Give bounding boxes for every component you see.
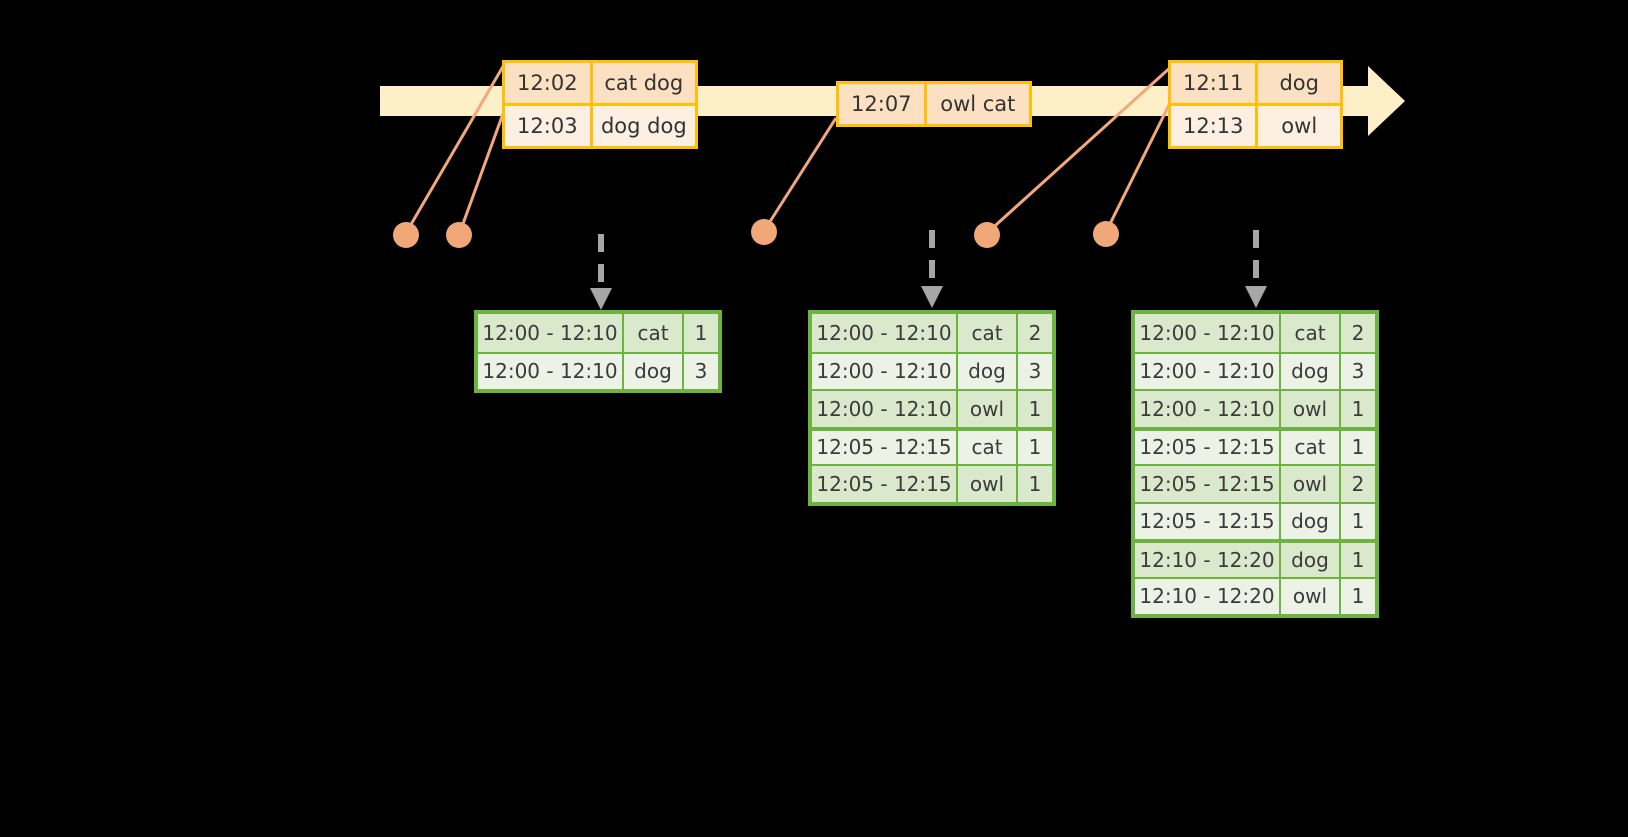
table-row[interactable]: 12:00 - 12:10 owl 1 <box>812 389 1052 427</box>
table-row[interactable]: 12:00 - 12:10 dog 3 <box>478 351 718 389</box>
count-cell: 1 <box>1339 391 1375 427</box>
table-row[interactable]: 12:10 - 12:20 dog 1 <box>1135 539 1375 577</box>
event-time: 12:02 <box>505 63 590 103</box>
window-cell: 12:00 - 12:10 <box>1135 314 1279 352</box>
emit-arrow-head-1 <box>590 288 612 310</box>
window-cell: 12:05 - 12:15 <box>812 430 956 464</box>
window-cell: 12:10 - 12:20 <box>1135 543 1279 577</box>
word-cell: cat <box>1279 430 1339 464</box>
word-cell: owl <box>956 466 1016 502</box>
window-cell: 12:10 - 12:20 <box>1135 578 1279 614</box>
count-cell: 3 <box>1339 353 1375 389</box>
count-cell: 1 <box>1339 543 1375 577</box>
count-cell: 2 <box>1339 466 1375 502</box>
word-cell: cat <box>956 430 1016 464</box>
word-cell: owl <box>1279 578 1339 614</box>
window-cell: 12:05 - 12:15 <box>812 466 956 502</box>
connector-dot-5 <box>1093 221 1119 247</box>
event-words: owl cat <box>923 84 1029 124</box>
window-cell: 12:05 - 12:15 <box>1135 466 1279 502</box>
table-row[interactable]: 12:00 - 12:10 cat 1 <box>478 314 718 352</box>
connector-dots <box>393 219 1119 248</box>
event-row[interactable]: 12:13 owl <box>1171 103 1340 146</box>
word-cell: dog <box>956 353 1016 389</box>
window-cell: 12:00 - 12:10 <box>478 314 622 352</box>
result-table-3[interactable]: 12:00 - 12:10 cat 2 12:00 - 12:10 dog 3 … <box>1131 310 1379 618</box>
table-row[interactable]: 12:05 - 12:15 owl 2 <box>1135 464 1375 502</box>
event-words: owl <box>1255 106 1340 146</box>
word-cell: dog <box>1279 353 1339 389</box>
table-row[interactable]: 12:00 - 12:10 cat 2 <box>1135 314 1375 352</box>
word-cell: dog <box>1279 503 1339 539</box>
connector-dot-4 <box>974 222 1000 248</box>
word-cell: cat <box>622 314 682 352</box>
word-cell: cat <box>956 314 1016 352</box>
connector-line-2 <box>458 99 510 233</box>
event-time: 12:03 <box>505 106 590 146</box>
count-cell: 2 <box>1016 314 1052 352</box>
window-cell: 12:00 - 12:10 <box>812 353 956 389</box>
table-row[interactable]: 12:10 - 12:20 owl 1 <box>1135 576 1375 614</box>
count-cell: 2 <box>1339 314 1375 352</box>
table-row[interactable]: 12:00 - 12:10 dog 3 <box>812 351 1052 389</box>
count-cell: 1 <box>1339 430 1375 464</box>
event-row[interactable]: 12:07 owl cat <box>839 84 1029 124</box>
event-time: 12:07 <box>839 84 924 124</box>
count-cell: 3 <box>682 353 718 389</box>
count-cell: 1 <box>682 314 718 352</box>
table-row[interactable]: 12:05 - 12:15 dog 1 <box>1135 501 1375 539</box>
event-group-3[interactable]: 12:11 dog 12:13 owl <box>1168 60 1343 149</box>
connector-dot-1 <box>393 222 419 248</box>
connector-dot-2 <box>446 222 472 248</box>
event-words: dog <box>1255 63 1340 103</box>
table-row[interactable]: 12:05 - 12:15 cat 1 <box>812 426 1052 464</box>
event-group-1[interactable]: 12:02 cat dog 12:03 dog dog <box>502 60 698 149</box>
table-row[interactable]: 12:00 - 12:10 cat 2 <box>812 314 1052 352</box>
connector-line-3 <box>762 117 838 232</box>
word-cell: dog <box>622 353 682 389</box>
table-row[interactable]: 12:05 - 12:15 cat 1 <box>1135 426 1375 464</box>
word-cell: owl <box>1279 391 1339 427</box>
result-table-1[interactable]: 12:00 - 12:10 cat 1 12:00 - 12:10 dog 3 <box>474 310 722 393</box>
connector-line-5 <box>1104 102 1172 233</box>
event-words: cat dog <box>589 63 695 103</box>
emit-arrow-head-3 <box>1245 286 1267 308</box>
window-cell: 12:00 - 12:10 <box>812 314 956 352</box>
event-words: dog dog <box>589 106 695 146</box>
word-cell: owl <box>1279 466 1339 502</box>
count-cell: 3 <box>1016 353 1052 389</box>
connector-line-1 <box>404 62 507 234</box>
window-cell: 12:00 - 12:10 <box>812 391 956 427</box>
event-time: 12:11 <box>1171 63 1256 103</box>
word-cell: dog <box>1279 543 1339 577</box>
table-row[interactable]: 12:05 - 12:15 owl 1 <box>812 464 1052 502</box>
window-cell: 12:05 - 12:15 <box>1135 430 1279 464</box>
count-cell: 1 <box>1016 430 1052 464</box>
window-cell: 12:00 - 12:10 <box>1135 353 1279 389</box>
count-cell: 1 <box>1016 391 1052 427</box>
event-group-2[interactable]: 12:07 owl cat <box>836 81 1032 127</box>
count-cell: 1 <box>1339 503 1375 539</box>
table-row[interactable]: 12:00 - 12:10 owl 1 <box>1135 389 1375 427</box>
event-row[interactable]: 12:11 dog <box>1171 63 1340 103</box>
word-cell: owl <box>956 391 1016 427</box>
window-cell: 12:00 - 12:10 <box>1135 391 1279 427</box>
count-cell: 1 <box>1339 578 1375 614</box>
emit-arrow-head-2 <box>921 286 943 308</box>
event-row[interactable]: 12:02 cat dog <box>505 63 695 103</box>
word-cell: cat <box>1279 314 1339 352</box>
event-time: 12:13 <box>1171 106 1256 146</box>
window-cell: 12:00 - 12:10 <box>478 353 622 389</box>
emit-arrows <box>590 230 1267 310</box>
connector-dot-3 <box>751 219 777 245</box>
window-cell: 12:05 - 12:15 <box>1135 503 1279 539</box>
result-table-2[interactable]: 12:00 - 12:10 cat 2 12:00 - 12:10 dog 3 … <box>808 310 1056 506</box>
event-row[interactable]: 12:03 dog dog <box>505 103 695 146</box>
table-row[interactable]: 12:00 - 12:10 dog 3 <box>1135 351 1375 389</box>
count-cell: 1 <box>1016 466 1052 502</box>
